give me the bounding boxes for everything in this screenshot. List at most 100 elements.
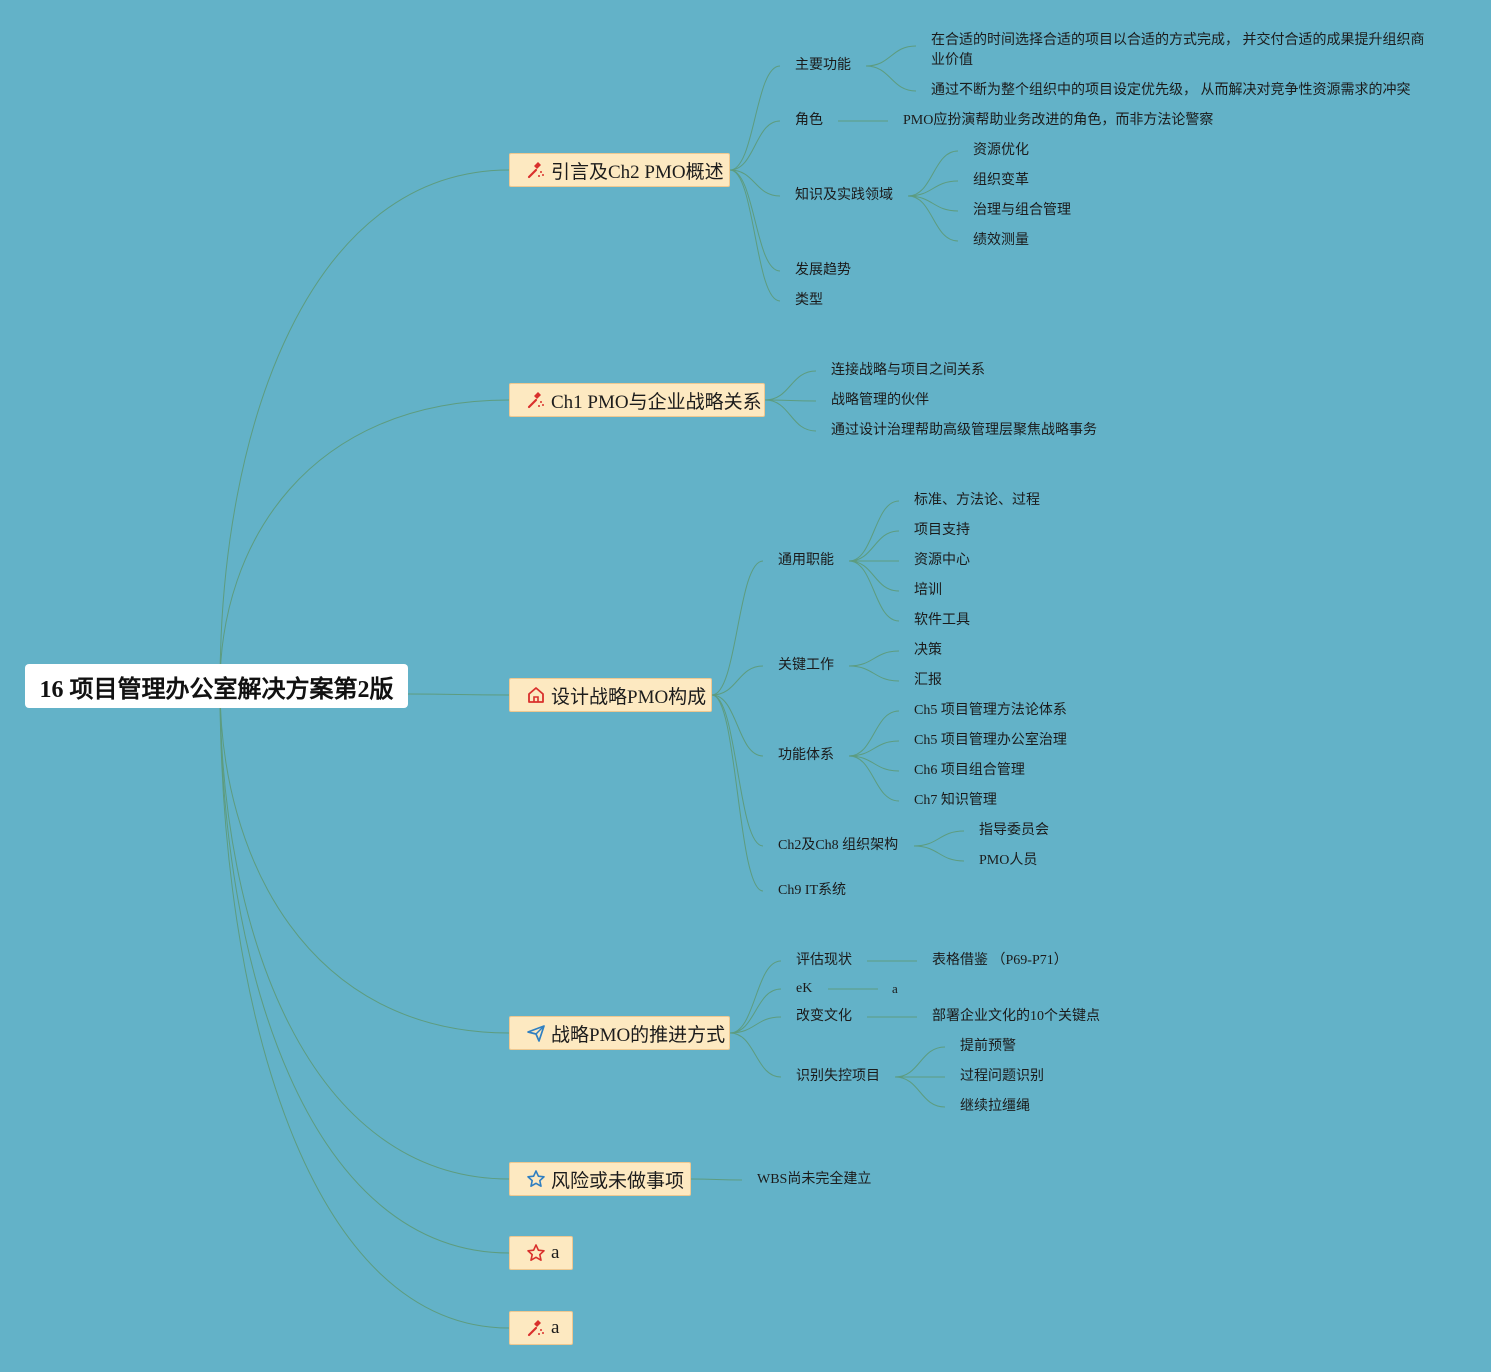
- leaf-knowledge-1[interactable]: 资源优化: [973, 143, 1029, 158]
- leaf-control-3[interactable]: 继续拉缰绳: [960, 1099, 1030, 1114]
- connector-line: [848, 755, 900, 772]
- subtopic-out-of-control[interactable]: 识别失控项目: [796, 1069, 880, 1084]
- subtopic-ek[interactable]: eK: [796, 981, 813, 996]
- subtopic-trends[interactable]: 发展趋势: [795, 263, 851, 278]
- leaf-key-work-2[interactable]: 汇报: [914, 673, 942, 688]
- leaf-org-2[interactable]: PMO人员: [979, 853, 1038, 868]
- leaf-culture-1[interactable]: 部署企业文化的10个关键点: [932, 1009, 1100, 1024]
- subtopic-it-system[interactable]: Ch9 IT系统: [778, 883, 847, 898]
- root-connector-line: [219, 169, 510, 687]
- subtopic-org-structure[interactable]: Ch2及Ch8 组织架构: [778, 838, 899, 853]
- leaf-control-2[interactable]: 过程问题识别: [960, 1069, 1044, 1084]
- leaf-general-2[interactable]: 项目支持: [914, 523, 970, 538]
- leaf-knowledge-2[interactable]: 组织变革: [973, 173, 1029, 188]
- subtopic-types[interactable]: 类型: [795, 293, 823, 308]
- leaf-function-1[interactable]: Ch5 项目管理方法论体系: [914, 703, 1067, 718]
- connector-line: [848, 650, 900, 667]
- leaf-key-work-1[interactable]: 决策: [914, 643, 942, 658]
- branch-topic-a2[interactable]: a: [509, 1311, 573, 1345]
- branch-topic-a1[interactable]: a: [509, 1236, 573, 1270]
- connector-line: [913, 830, 965, 847]
- root-connector-line: [219, 685, 510, 1254]
- connector-line: [711, 665, 764, 696]
- leaf-role-1[interactable]: PMO应扮演帮助业务改进的角色，而非方法论警察: [903, 113, 1214, 128]
- connector-line: [690, 1178, 743, 1181]
- leaf-ek-1[interactable]: a: [892, 981, 898, 996]
- star-outline-icon: [526, 1169, 546, 1189]
- branch-topic-strategy-relation[interactable]: Ch1 PMO与企业战略关系: [509, 383, 765, 417]
- root-connector-line: [219, 685, 510, 1034]
- connector-line: [907, 195, 959, 242]
- connector-line: [907, 195, 959, 212]
- subtopic-key-work[interactable]: 关键工作: [778, 658, 834, 673]
- root-topic-label: 16 项目管理办公室解决方案第2版: [39, 676, 394, 703]
- leaf-org-1[interactable]: 指导委员会: [979, 823, 1049, 838]
- leaf-main-function-1[interactable]: 在合适的时间选择合适的项目以合适的方式完成， 并交付合适的成果提升组织商业价值: [931, 33, 1425, 68]
- branch-label: 风险或未做事项: [551, 1170, 685, 1192]
- subtopic-function-system[interactable]: 功能体系: [778, 748, 834, 763]
- subtopic-knowledge-areas[interactable]: 知识及实践领域: [795, 188, 893, 203]
- leaf-assess-1[interactable]: 表格借鉴 （P69-P71）: [932, 953, 1068, 968]
- branch-topic-promotion[interactable]: 战略PMO的推进方式: [509, 1016, 730, 1050]
- connector-line: [729, 65, 781, 171]
- connector-line: [711, 694, 764, 847]
- connector-line: [729, 120, 781, 171]
- connector-line: [764, 399, 817, 402]
- connector-line: [764, 370, 817, 401]
- send-icon: [526, 1023, 546, 1043]
- leaf-general-4[interactable]: 培训: [914, 583, 942, 598]
- branch-topic-design[interactable]: 设计战略PMO构成: [509, 678, 712, 712]
- subtopic-assess-status[interactable]: 评估现状: [796, 953, 852, 968]
- connector-line: [848, 755, 900, 802]
- subtopic-general-functions[interactable]: 通用职能: [778, 553, 834, 568]
- connector-line: [848, 740, 900, 757]
- connector-line: [894, 1046, 946, 1078]
- root-topic[interactable]: 16 项目管理办公室解决方案第2版: [25, 664, 408, 708]
- root-connector-line: [219, 399, 510, 687]
- leaf-function-4[interactable]: Ch7 知识管理: [914, 793, 997, 808]
- home-icon: [526, 685, 546, 705]
- subtopic-main-function[interactable]: 主要功能: [795, 58, 851, 73]
- leaf-general-1[interactable]: 标准、方法论、过程: [914, 493, 1040, 508]
- connector-line: [764, 399, 817, 432]
- connector-line: [711, 694, 764, 757]
- branch-label: a: [551, 1317, 560, 1338]
- connector-line: [729, 1032, 782, 1078]
- connector-line: [907, 150, 959, 197]
- leaf-general-3[interactable]: 资源中心: [914, 553, 970, 568]
- leaf-function-2[interactable]: Ch5 项目管理办公室治理: [914, 733, 1067, 748]
- leaf-main-function-2[interactable]: 通过不断为整个组织中的项目设定优先级， 从而解决对竞争性资源需求的冲突: [931, 83, 1411, 98]
- connector-line: [913, 845, 965, 862]
- root-connector-line: [407, 693, 510, 696]
- connector-line: [848, 560, 900, 592]
- connector-line: [865, 65, 917, 92]
- connector-line: [729, 169, 781, 272]
- branch-label: 战略PMO的推进方式: [551, 1024, 726, 1046]
- leaf-control-1[interactable]: 提前预警: [960, 1039, 1016, 1054]
- connector-line: [894, 1076, 946, 1108]
- leaf-general-5[interactable]: 软件工具: [914, 613, 970, 628]
- connector-line: [848, 560, 900, 622]
- leaf-knowledge-4[interactable]: 绩效测量: [973, 233, 1029, 248]
- connector-line: [711, 560, 764, 696]
- subtopic-role[interactable]: 角色: [795, 113, 823, 128]
- branch-label: 引言及Ch2 PMO概述: [551, 161, 724, 183]
- subtopic-strategy-partner[interactable]: 战略管理的伙伴: [831, 393, 929, 408]
- leaf-function-3[interactable]: Ch6 项目组合管理: [914, 763, 1025, 778]
- connector-line: [729, 960, 782, 1034]
- connector-line: [729, 1016, 782, 1034]
- star-outline-icon: [526, 1243, 546, 1263]
- connector-line: [865, 45, 917, 67]
- connector-line: [848, 530, 900, 562]
- subtopic-governance-focus[interactable]: 通过设计治理帮助高级管理层聚焦战略事务: [831, 423, 1097, 438]
- leaf-knowledge-3[interactable]: 治理与组合管理: [973, 203, 1071, 218]
- branch-topic-intro[interactable]: 引言及Ch2 PMO概述: [509, 153, 730, 187]
- hammer-icon: [526, 1318, 546, 1338]
- root-connector-line: [219, 685, 510, 1329]
- subtopic-change-culture[interactable]: 改变文化: [796, 1009, 852, 1024]
- subtopic-connect-strategy[interactable]: 连接战略与项目之间关系: [831, 363, 985, 378]
- branch-topic-risks[interactable]: 风险或未做事项: [509, 1162, 691, 1196]
- hammer-icon: [526, 160, 546, 180]
- subtopic-wbs[interactable]: WBS尚未完全建立: [757, 1172, 872, 1187]
